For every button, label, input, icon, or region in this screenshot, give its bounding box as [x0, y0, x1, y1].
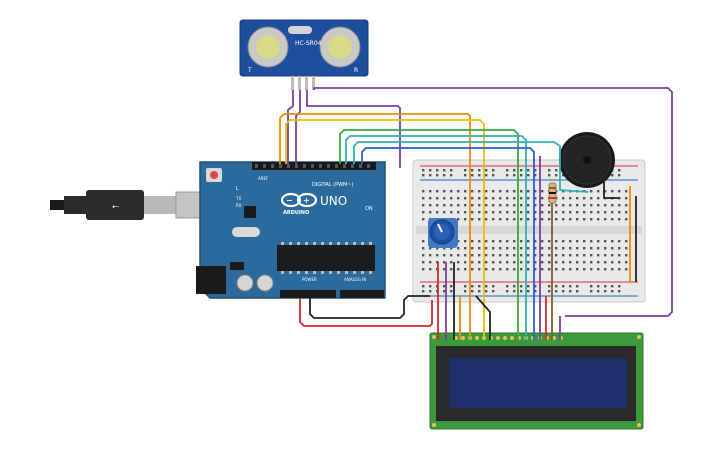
sensor-pins: [291, 76, 315, 90]
wire-5v[interactable]: [299, 298, 433, 327]
wire-lcd-black[interactable]: [475, 295, 491, 340]
analog-label: ANALOG IN: [344, 277, 366, 282]
usb-icon: ⭠: [112, 202, 119, 212]
potentiometer-knob-indicator: [437, 223, 443, 233]
usb-plug-tip: [50, 200, 66, 210]
power-header: [280, 290, 336, 298]
sensor-t-label: T: [247, 67, 252, 74]
sensor-model: HC-SR04: [295, 40, 322, 47]
wire-sensor-vcc[interactable]: [313, 87, 673, 317]
sensor-r-label: R: [354, 67, 358, 74]
usb-chip: [244, 206, 256, 218]
wire-teal-buzzer[interactable]: [353, 141, 589, 193]
crystal: [232, 227, 260, 237]
wire-green[interactable]: [339, 129, 519, 340]
l-label: L: [236, 186, 239, 192]
digital-pin-holes: [255, 164, 370, 168]
rx-label: RX: [236, 203, 242, 208]
atmega-chip: [277, 245, 375, 271]
wire-teal-1[interactable]: [345, 135, 527, 340]
usb-connector-metal: [144, 196, 180, 214]
model-text: UNO: [320, 194, 347, 208]
brand-text: ARDUINO: [283, 210, 309, 216]
arduino-uno-board[interactable]: AREF DIGITAL (PWM~) ON L TX RX − + UNO A…: [196, 161, 386, 299]
usb-plug-grip: [64, 196, 86, 214]
svg-text:+: +: [303, 196, 310, 205]
wire-buzzer-gnd[interactable]: [603, 172, 620, 199]
breadboard-center-channel: [416, 226, 642, 234]
sensor-crystal: [288, 26, 312, 34]
analog-header: [340, 290, 384, 298]
lcd-screen: [449, 358, 627, 408]
digital-label: DIGITAL (PWM~): [312, 182, 354, 188]
wires: [279, 87, 673, 340]
piezo-buzzer[interactable]: [559, 132, 615, 188]
wire-blue[interactable]: [361, 147, 535, 340]
aref-label: AREF: [258, 176, 269, 181]
capacitor-1: [236, 274, 254, 292]
power-label: POWER: [302, 277, 317, 282]
usb-cable[interactable]: ⭠: [50, 190, 209, 220]
arduino-logo: − +: [280, 192, 318, 208]
potentiometer[interactable]: [428, 218, 458, 248]
lcd-display[interactable]: [429, 332, 644, 430]
capacitor-2: [256, 274, 274, 292]
wire-gnd[interactable]: [309, 295, 430, 319]
chip-pins: [281, 242, 372, 274]
wire-sensor-trig[interactable]: [287, 90, 294, 164]
usb-plug-body: [86, 190, 144, 220]
wire-sensor-gnd[interactable]: [306, 90, 401, 168]
wire-sensor-echo[interactable]: [295, 90, 301, 164]
breadboard[interactable]: [412, 159, 646, 303]
resistor[interactable]: [548, 182, 557, 204]
power-jack: [196, 266, 226, 294]
reset-button-cap[interactable]: [210, 171, 218, 179]
wire-orange[interactable]: [279, 113, 471, 340]
breadboard-holes: [422, 169, 628, 293]
ultrasonic-sensor[interactable]: HC-SR04 T R: [239, 19, 369, 90]
tx-label: TX: [235, 196, 241, 201]
wire-yellow[interactable]: [285, 119, 485, 340]
svg-text:−: −: [286, 196, 293, 205]
regulator: [230, 262, 244, 270]
on-label: ON: [365, 206, 373, 212]
